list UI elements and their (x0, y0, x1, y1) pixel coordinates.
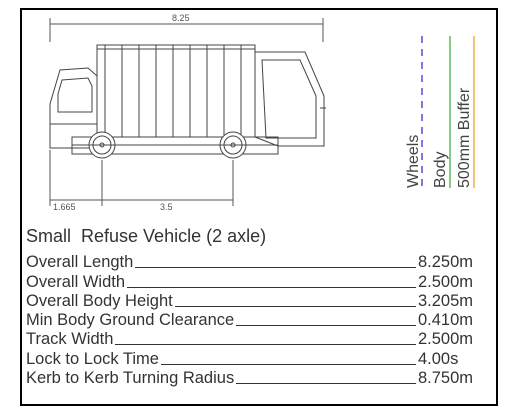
spec-label: Overall Body Height (26, 291, 173, 310)
spec-value: 8.750m (418, 369, 474, 388)
spec-row-overall-body-height: Overall Body Height 3.205m (26, 291, 492, 310)
spec-leader-line (135, 267, 416, 269)
rear-wheel (217, 131, 249, 159)
spec-label: Overall Length (26, 253, 134, 272)
spec-value: 8.250m (418, 253, 474, 272)
spec-label: Overall Width (26, 272, 126, 291)
spec-row-overall-width: Overall Width 2.500m (26, 271, 492, 290)
wheelbase-label: 3.5 (160, 202, 173, 212)
spec-row-min-ground-clearance: Min Body Ground Clearance 0.410m (26, 310, 492, 329)
spec-leader-line (236, 325, 416, 327)
wheels-legend-label: Wheels (405, 135, 422, 188)
spec-label: Kerb to Kerb Turning Radius (26, 369, 235, 388)
spec-leader-line (160, 363, 416, 365)
body-legend-label: Body (432, 152, 449, 188)
vehicle-name: Small Refuse Vehicle (2 axle) (26, 226, 267, 246)
front-wheel (86, 131, 118, 159)
spec-label: Track Width (26, 330, 114, 349)
spec-row-turning-radius: Kerb to Kerb Turning Radius 8.750m (26, 368, 492, 387)
spec-leader-line (127, 286, 416, 288)
spec-list: Overall Length 8.250m Overall Width 2.50… (26, 252, 492, 387)
spec-row-lock-to-lock-time: Lock to Lock Time 4.00s (26, 348, 492, 367)
overall-length-label: 8.25 (172, 13, 190, 23)
spec-leader-line (174, 305, 416, 307)
spec-value: 2.500m (418, 272, 474, 291)
spec-row-overall-length: Overall Length 8.250m (26, 252, 492, 271)
axle-dimensions (49, 150, 234, 206)
spec-value: 4.00s (418, 349, 459, 368)
truck-body (96, 44, 256, 138)
spec-leader-line (115, 344, 416, 346)
spec-row-track-width: Track Width 2.500m (26, 329, 492, 348)
front-overhang-label: 1.665 (53, 202, 76, 212)
spec-value: 2.500m (418, 330, 474, 349)
diagram-frame (20, 8, 498, 406)
spec-leader-line (236, 383, 416, 385)
spec-value: 3.205m (418, 291, 474, 310)
overall-length-dimension (49, 18, 324, 42)
buffer-legend-label: 500mm Buffer (456, 87, 473, 188)
spec-label: Lock to Lock Time (26, 349, 159, 368)
truck-cab (49, 67, 98, 149)
spec-label: Min Body Ground Clearance (26, 311, 235, 330)
spec-value: 0.410m (418, 311, 474, 330)
